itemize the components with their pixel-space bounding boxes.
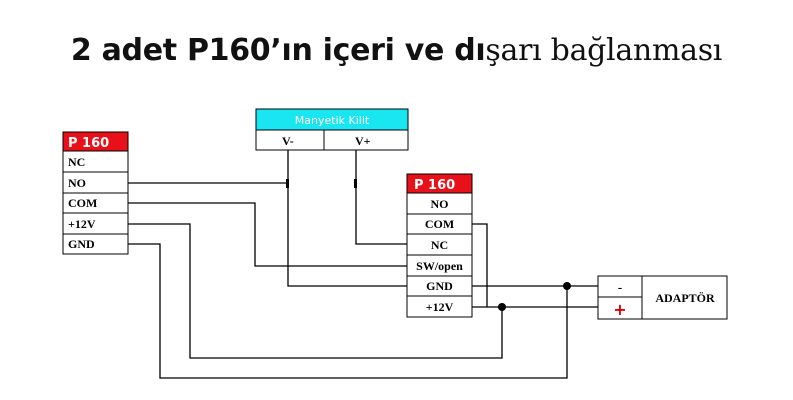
wire-lock-vminus — [287, 150, 407, 287]
right-terminal-label: COM — [425, 217, 454, 231]
junction-dot-12v — [498, 303, 506, 311]
adapter-label: ADAPTÖR — [655, 291, 715, 305]
right-terminal-label: SW/open — [416, 259, 463, 273]
magnetic-lock: Manyetik Kilit V- V+ — [255, 108, 409, 151]
lock-terminal-box — [323, 129, 409, 151]
title-bold-part: 2 adet P160’ın içeri ve dı — [70, 33, 486, 68]
adapter-plus-label: + — [613, 300, 626, 319]
left-terminal-label: +12V — [68, 217, 96, 231]
left-terminal-label: NO — [68, 176, 86, 190]
right-terminal-label: GND — [426, 279, 453, 293]
lock-terminal-label: V+ — [355, 134, 371, 148]
left-terminal-label: NC — [68, 155, 85, 169]
left-p160-unit: P 160 NC NO COM +12V GND — [62, 131, 129, 255]
right-terminal-label: NC — [431, 238, 448, 252]
right-terminal-label: +12V — [426, 300, 454, 314]
page-title: 2 adet P160’ın içeri ve dışarı bağlanmas… — [0, 26, 793, 76]
lead-marker-vminus — [286, 179, 289, 188]
wire-right-com — [472, 223, 488, 307]
wire-left-gnd — [128, 243, 568, 379]
lock-terminal-label: V- — [282, 134, 294, 148]
lock-title: Manyetik Kilit — [295, 114, 370, 127]
lead-marker-vplus — [354, 179, 357, 188]
right-terminal-box — [406, 295, 473, 318]
left-unit-header: P 160 — [68, 136, 109, 151]
adapter-minus-label: - — [618, 281, 623, 296]
left-terminal-box — [62, 233, 129, 255]
right-p160-unit: P 160 NO COM NC SW/open GND +12V — [406, 173, 473, 318]
wire-lock-vplus — [355, 150, 407, 245]
wire-left-12v — [128, 223, 503, 359]
right-unit-header: P 160 — [414, 178, 455, 193]
junction-dot-gnd — [563, 282, 571, 290]
wires — [128, 150, 598, 379]
right-terminal-label: NO — [431, 197, 449, 211]
title-serif-part: şarı bağlanması — [485, 33, 723, 68]
left-terminal-label: COM — [68, 196, 97, 210]
wire-left-com — [128, 202, 407, 267]
adapter: - + ADAPTÖR — [597, 275, 728, 320]
left-terminal-label: GND — [68, 237, 95, 251]
